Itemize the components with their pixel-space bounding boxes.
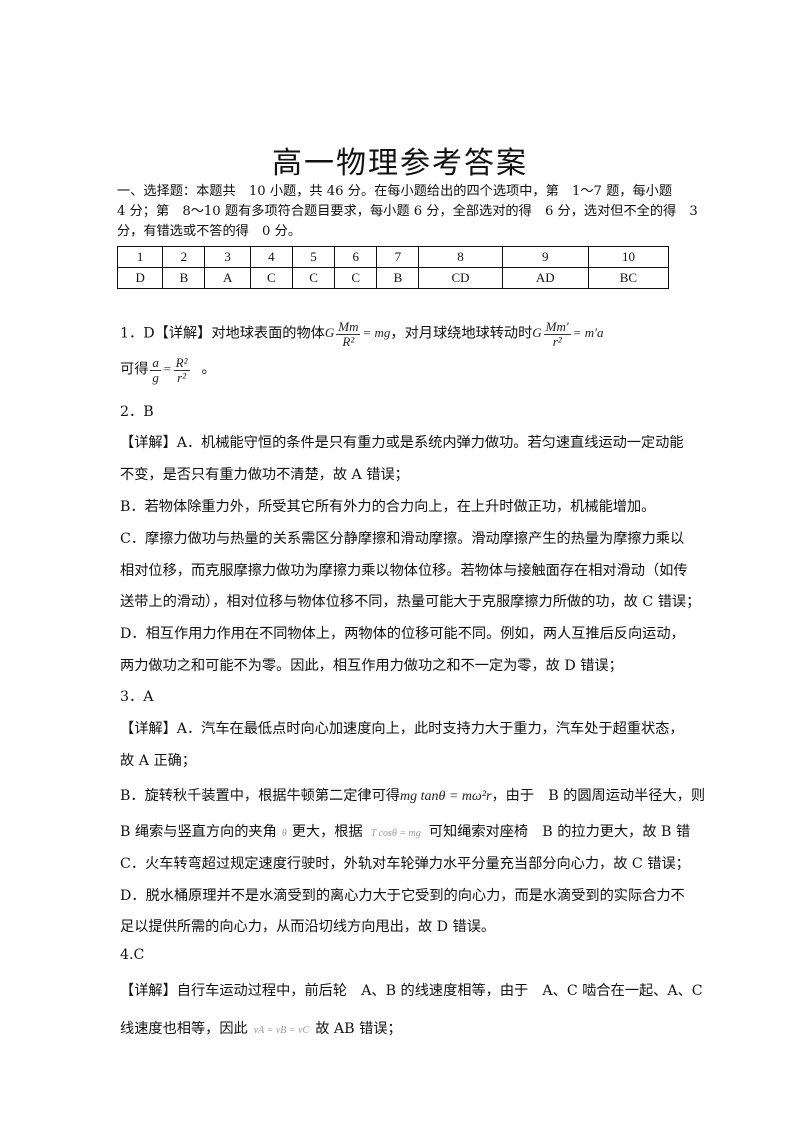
numerator: R² xyxy=(173,355,190,371)
denominator: g xyxy=(152,370,159,385)
answer-cell: C xyxy=(334,267,378,289)
q3-line: B．旋转秋千装置中，根据牛顿第二定律可得mg tanθ = mω²r，由于 B … xyxy=(120,785,705,805)
q2-line: C．摩擦力做功与热量的关系需区分静摩擦和滑动摩擦。滑动摩擦产生的热量为摩擦力乘以 xyxy=(120,531,685,547)
answer-cell: A xyxy=(204,267,251,289)
q1-text: ，对月球绕地球转动时 xyxy=(390,325,533,342)
q2-line: 送带上的滑动），相对位移与物体位移不同，热量可能大于克服摩擦力所做的功，故 C … xyxy=(120,594,701,610)
q3-line: 【详解】A．汽车在最低点时向心加速度向上，此时支持力大于重力，汽车处于超重状态， xyxy=(120,721,684,737)
answer-cell: B xyxy=(162,267,206,289)
q2-line: 不变，是否只有重力做功不清楚，故 A 错误； xyxy=(120,467,409,483)
formula-newton-second-law: mg tanθ = mω²r xyxy=(400,789,492,804)
question-number: 9 xyxy=(501,246,589,268)
formula-symbol: G xyxy=(324,325,335,341)
q3-text: 可知绳索对座椅 B 的拉力更大，故 B 错 xyxy=(428,824,691,840)
q1-text: 1．D【详解】对地球表面的物体 xyxy=(120,325,325,342)
denominator: r² xyxy=(552,334,562,349)
question-number: 6 xyxy=(334,246,378,268)
intro-line: 分，有错选或不答的得 0 分。 xyxy=(117,224,302,239)
answer-cell: B xyxy=(376,267,420,289)
q3-heading: 3．A xyxy=(120,689,154,705)
q4-line: 【详解】自行车运动过程中，前后轮 A、B 的线速度相等，由于 A、C 啮合在一起… xyxy=(120,983,703,999)
formula-symbol: G xyxy=(532,325,542,341)
denominator: r² xyxy=(177,370,187,385)
answer-cell: AD xyxy=(501,267,589,289)
question-number: 4 xyxy=(249,246,293,268)
fraction: Mm′r² xyxy=(543,319,571,349)
q3-text: B 绳索与竖直方向的夹角 xyxy=(120,824,277,840)
numerator: a xyxy=(150,355,161,371)
formula-rhs: = mg xyxy=(362,325,391,341)
q4-text: 故 AB 错误； xyxy=(315,1021,402,1037)
q4-heading: 4.C xyxy=(120,947,145,963)
page-title: 高一物理参考答案 xyxy=(272,146,528,181)
question-number: 7 xyxy=(376,246,420,268)
q3-text: ，由于 B 的圆周运动半径大，则 xyxy=(491,788,706,804)
question-number: 8 xyxy=(418,246,503,268)
q2-line: 【详解】A．机械能守恒的条件是只有重力或是系统内弹力做功。若匀速直线运动一定动能 xyxy=(120,435,684,451)
q3-line: 故 A 正确； xyxy=(120,753,197,769)
answer-cell: C xyxy=(291,267,336,289)
q4-line: 线速度也相等，因此 vA = vB = vC 故 AB 错误； xyxy=(120,1018,402,1038)
answer-cell: BC xyxy=(587,267,670,289)
q1-text: 可得 xyxy=(120,361,149,378)
q2-line: 相对位移，而克服摩擦力做功为摩擦力乘以物体位移。若物体与接触面存在相对滑动（如传 xyxy=(120,563,688,579)
q3-line: 足以提供所需的向心力，从而沿切线方向甩出，故 D 错误。 xyxy=(120,919,496,935)
q2-line: B．若物体除重力外，所受其它所有外力的合力向上，在上升时做正功，机械能增加。 xyxy=(120,499,656,515)
question-number: 10 xyxy=(587,246,670,268)
intro-line: 4 分；第 8～10 题有多项符合题目要求，每小题 6 分，全部选对的得 6 分… xyxy=(117,204,698,219)
q3-line: D．脱水桶原理并不是水滴受到的离心力大于它受到的向心力，而是水滴受到的实际合力不 xyxy=(120,888,685,904)
theta-symbol: θ xyxy=(281,828,287,839)
q3-text: B．旋转秋千装置中，根据牛顿第二定律可得 xyxy=(120,788,400,804)
q1-text: 。 xyxy=(201,361,216,378)
q3-text: 更大，根据 xyxy=(291,824,363,840)
section-intro: 一、选择题：本题共 10 小题，共 46 分。在每小题给出的四个选项中，第 1～… xyxy=(117,182,698,242)
question-number: 3 xyxy=(204,246,251,268)
q3-line: C．火车转弯超过规定速度行驶时，外轨对车轮弹力水平分量充当部分向心力，故 C 错… xyxy=(120,856,690,872)
question-number-row: 1 2 3 4 5 6 7 8 9 10 xyxy=(116,246,670,268)
numerator: Mm xyxy=(336,319,361,335)
formula-tension: T cosθ = mg xyxy=(370,828,421,839)
answer-row: D B A C C C B CD AD BC xyxy=(116,267,670,289)
denominator: R² xyxy=(342,334,355,349)
numerator: Mm′ xyxy=(543,319,571,335)
formula-rhs: = m′a xyxy=(572,325,604,341)
answer-table: 1 2 3 4 5 6 7 8 9 10 D B A C C C B CD AD… xyxy=(116,246,670,289)
answer-cell: D xyxy=(116,267,164,289)
question-number: 5 xyxy=(291,246,336,268)
q2-heading: 2．B xyxy=(120,404,154,420)
q2-line: D．相互作用力作用在不同物体上，两物体的位移可能不同。例如，两人互推后反向运动， xyxy=(120,626,685,642)
question-number: 1 xyxy=(116,246,164,268)
intro-line: 一、选择题：本题共 10 小题，共 46 分。在每小题给出的四个选项中，第 1～… xyxy=(117,184,673,199)
answer-cell: C xyxy=(249,267,293,289)
formula-linear-velocity: vA = vB = vC xyxy=(253,1025,310,1036)
question-number: 2 xyxy=(162,246,206,268)
answer-cell: CD xyxy=(418,267,503,289)
q3-line: B 绳索与竖直方向的夹角 θ 更大，根据 T cosθ = mg 可知绳索对座椅 B 的… xyxy=(120,821,690,841)
q2-line: 两力做功之和可能不为零。因此，相互作用力做功之和不一定为零，故 D 错误； xyxy=(120,658,623,674)
equals-sign: = xyxy=(162,361,172,377)
q4-text: 线速度也相等，因此 xyxy=(120,1021,248,1037)
